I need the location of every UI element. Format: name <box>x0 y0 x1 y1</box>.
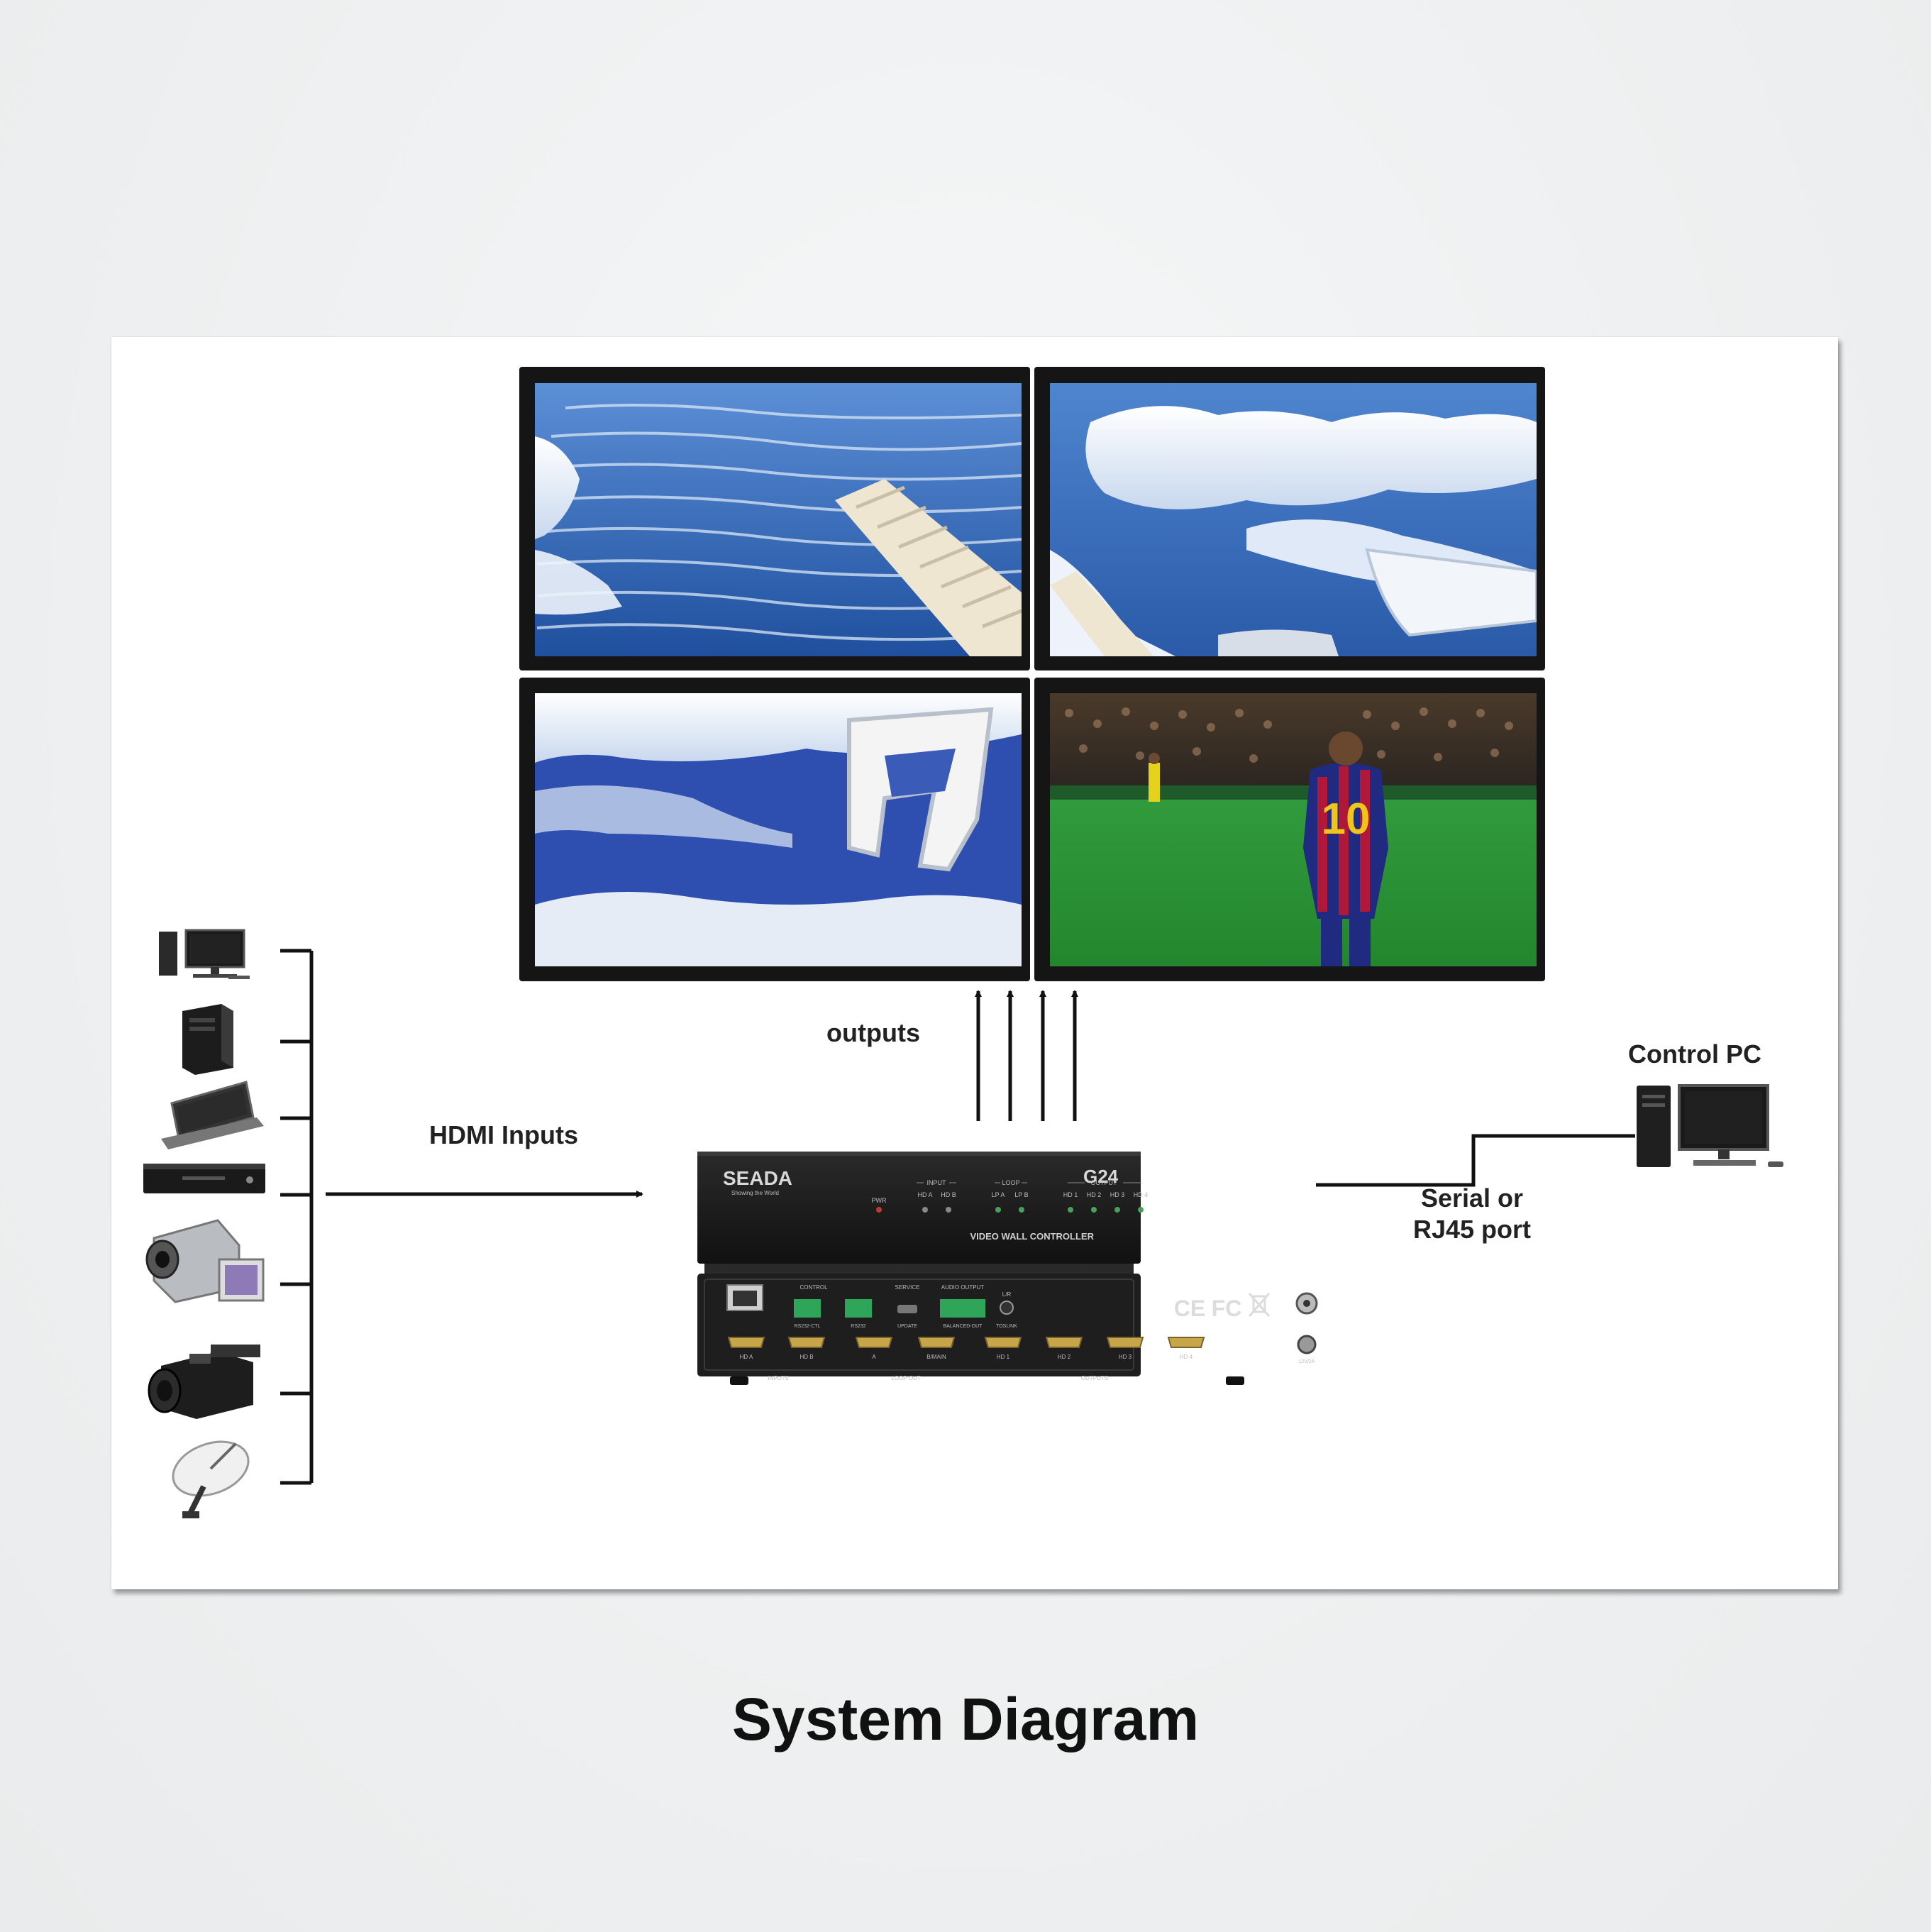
serial-label-line-2: RJ45 port <box>1412 1215 1532 1244</box>
led-hd1-label: HD 1 <box>1063 1191 1078 1198</box>
laptop-icon <box>161 1081 264 1149</box>
control-pc-icon <box>1637 1084 1783 1167</box>
group-loop-label: LOOP <box>1002 1179 1019 1186</box>
led-pwr <box>876 1207 882 1213</box>
hdmi-port-loop-b <box>917 1337 956 1348</box>
pc-tower-icon <box>182 1004 233 1075</box>
screen-2-image <box>1050 383 1537 656</box>
rs232-ctl-terminal <box>794 1299 821 1318</box>
device-front-label: VIDEO WALL CONTROLLER <box>970 1231 1094 1242</box>
serial-connection-line <box>1316 1134 1635 1187</box>
port-label-hd3: HD 3 <box>1119 1354 1132 1360</box>
device-model: G24 <box>1083 1166 1119 1187</box>
dvd-player-icon <box>143 1164 265 1193</box>
outputs-label: outputs <box>826 1018 920 1047</box>
led-hd4-label: HD 4 <box>1134 1191 1149 1198</box>
rear-balanced-label: BALANCED-OUT <box>944 1324 983 1329</box>
rs232-terminal <box>845 1299 872 1318</box>
rear-rs232ctl-label: RS232-CTL <box>795 1324 821 1329</box>
hdmi-port-hd2 <box>1045 1337 1083 1348</box>
section-loop-label: LOOP OUT <box>891 1375 920 1381</box>
video-camera-icon <box>148 1345 260 1419</box>
video-wall: 10 <box>519 367 1545 981</box>
satellite-dish-icon <box>172 1440 250 1518</box>
serial-label-line-1: Serial or <box>1420 1183 1524 1213</box>
port-label-hdb: HD B <box>799 1354 813 1360</box>
serial-port-label: Serial or RJ45 port <box>1413 1183 1531 1245</box>
led-hd2-label: HD 2 <box>1087 1191 1102 1198</box>
controller-rear-panel: CONTROL SERVICE AUDIO OUTPUT L/R RS232-C… <box>697 1264 1318 1385</box>
control-pc-label: Control PC <box>1628 1039 1761 1069</box>
hdmi-port-hdb <box>787 1337 826 1348</box>
hdmi-inputs-label: HDMI Inputs <box>429 1120 578 1149</box>
rear-service-label: SERVICE <box>895 1284 920 1291</box>
hdmi-port-hd3 <box>1106 1337 1144 1348</box>
screen-1-image <box>535 383 1022 656</box>
screen-4-image: 10 <box>1050 693 1537 966</box>
input-bracket <box>280 949 314 1485</box>
port-label-hd4: HD 4 <box>1180 1354 1193 1360</box>
group-input-label: INPUT <box>927 1179 947 1186</box>
fc-mark: FC <box>1212 1296 1242 1321</box>
section-inputs-label: INPUTS <box>768 1375 788 1381</box>
rear-toslink-label: TOSLINK <box>996 1324 1017 1329</box>
diagram-caption: System Diagram <box>731 1686 1200 1752</box>
rear-audio-label: AUDIO OUTPUT <box>941 1284 985 1291</box>
rear-control-label: CONTROL <box>799 1284 828 1291</box>
port-label-bmain: B/MAIN <box>926 1354 946 1360</box>
port-label-hda: HD A <box>740 1354 753 1360</box>
rear-lr-label: L/R <box>1002 1291 1012 1298</box>
system-diagram: 10 <box>143 367 1783 1518</box>
led-pwr-label: PWR <box>872 1197 887 1204</box>
hdmi-port-loop-a <box>855 1337 893 1348</box>
led-hda-label: HD A <box>917 1191 932 1198</box>
balanced-out-terminal <box>940 1299 985 1318</box>
led-hdb-label: HD B <box>941 1191 956 1198</box>
hdmi-port-hd1 <box>984 1337 1022 1348</box>
port-label-a: A <box>872 1354 876 1360</box>
section-outputs-label: OUTPUTS <box>1081 1375 1108 1381</box>
screen-3-image <box>535 693 1022 966</box>
rear-update-label: UPDATE <box>897 1324 917 1329</box>
hdmi-port-hda <box>727 1337 765 1348</box>
weee-icon <box>1248 1293 1271 1317</box>
update-port <box>897 1305 917 1313</box>
rear-rs232-label: RS232 <box>851 1324 866 1329</box>
led-lpb-label: LP B <box>1014 1191 1028 1198</box>
device-tagline: Showing the World <box>731 1190 779 1196</box>
svg-text:10: 10 <box>1322 795 1371 844</box>
output-arrows <box>975 990 1078 1121</box>
desktop-pc-icon <box>159 929 250 979</box>
led-hd3-label: HD 3 <box>1110 1191 1125 1198</box>
port-label-hd1: HD 1 <box>997 1354 1010 1360</box>
diagram-card: 10 <box>111 337 1838 1589</box>
power-label: 12V/2A <box>1299 1359 1315 1364</box>
toslink-port <box>1000 1301 1014 1315</box>
port-label-hd2: HD 2 <box>1058 1354 1071 1360</box>
controller-front-panel: SEADA Showing the World G24 VIDEO WALL C… <box>697 1152 1148 1264</box>
led-lpa-label: LP A <box>992 1191 1005 1198</box>
hdmi-port-hd4 <box>1167 1337 1205 1348</box>
ce-mark: CE <box>1174 1296 1205 1321</box>
group-output-label: OUTPUT <box>1091 1179 1118 1186</box>
camcorder-icon <box>145 1219 265 1303</box>
device-brand: SEADA <box>723 1167 792 1189</box>
